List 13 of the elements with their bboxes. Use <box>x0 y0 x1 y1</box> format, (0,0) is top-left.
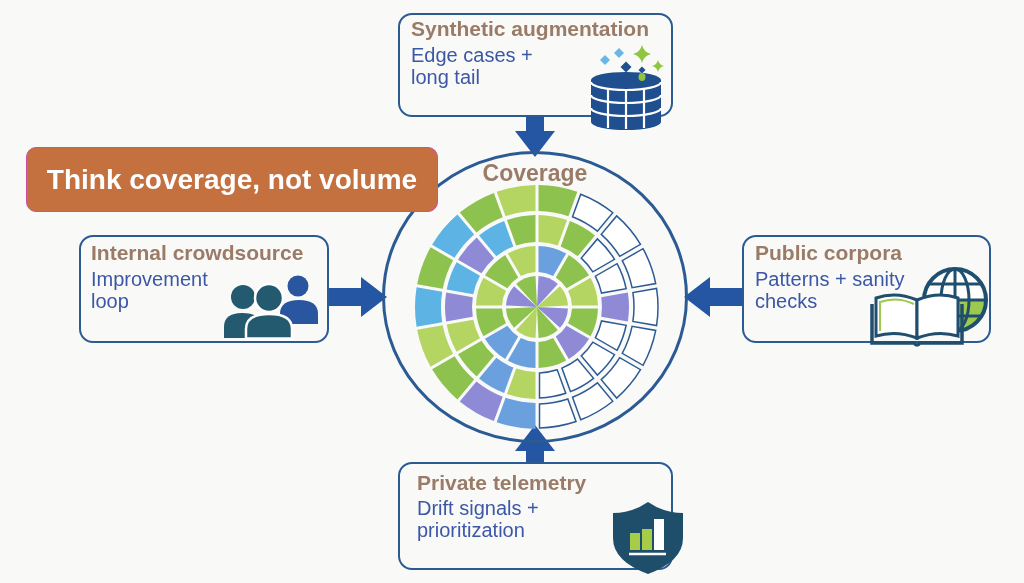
card-description: Drift signals + prioritization <box>417 497 540 541</box>
callout-banner <box>26 147 438 212</box>
card-heading: Internal crowdsource <box>91 241 304 264</box>
arrow <box>515 425 555 462</box>
card-description: Edge cases + long tail <box>411 43 534 88</box>
card-heading: Synthetic augmentation <box>411 18 650 40</box>
card-heading: Public corpora <box>755 241 903 264</box>
arrow <box>329 277 387 317</box>
banner-text: Think coverage, not volume <box>46 163 418 196</box>
card-heading: Private telemetry <box>417 472 587 494</box>
circle-heading: Coverage <box>482 162 588 184</box>
card-description: Improvement loop <box>91 267 209 312</box>
card-description: Patterns + sanity checks <box>755 267 906 312</box>
